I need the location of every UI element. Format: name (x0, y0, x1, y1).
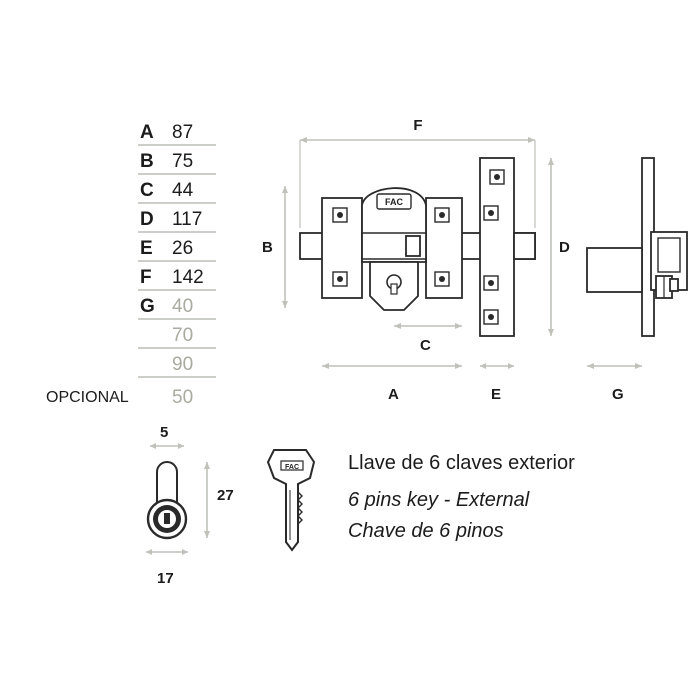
dimension-label-c: C (420, 337, 431, 354)
table-value: 87 (172, 122, 193, 143)
optional-value: 50 (172, 387, 193, 408)
dimension-lines: F B D C A E G (262, 117, 642, 403)
table-row-a: A 87 (138, 122, 216, 146)
table-letter: D (140, 209, 154, 230)
side-body (586, 247, 643, 293)
table-value: 40 (172, 296, 193, 317)
key-description-en: 6 pins key - External (348, 489, 530, 511)
lock-side-view (586, 157, 688, 337)
keeper-screw-icon (483, 169, 505, 325)
table-row-b: B 75 (138, 151, 216, 175)
table-value: 44 (172, 180, 194, 201)
table-letter: F (140, 267, 152, 288)
key-description-pt: Chave de 6 pinos (348, 520, 504, 542)
bolt-lug (405, 235, 421, 257)
table-value: 117 (172, 209, 202, 230)
dimension-label-e: E (491, 386, 501, 403)
dimension-label-a: A (388, 386, 399, 403)
table-value-extra: 70 (172, 325, 193, 346)
brand-plate (376, 193, 412, 210)
table-letter: B (140, 151, 154, 172)
dimension-label-b: B (262, 239, 273, 256)
cylinder-width-label: 5 (160, 424, 168, 441)
table-value: 26 (172, 238, 193, 259)
table-row-e: E 26 (138, 238, 216, 262)
key-description: Llave de 6 claves exterior 6 pins key - … (348, 452, 575, 542)
table-letter: E (140, 238, 153, 259)
table-row-c: C 44 (138, 180, 216, 204)
cylinder-diameter-label: 17 (157, 570, 174, 587)
table-row-optional: OPCIONAL 50 (46, 387, 193, 408)
cylinder-height-label: 27 (217, 487, 234, 504)
brand-logo: FAC (385, 197, 404, 207)
bracket-screw-icon (332, 207, 450, 287)
table-letter: G (140, 296, 155, 317)
table-row-d: D 117 (138, 209, 216, 233)
key-brand-logo: FAC (285, 464, 299, 471)
lock-front-view: FAC (299, 157, 536, 337)
dimension-label-d: D (559, 239, 570, 256)
table-letter: A (140, 122, 154, 143)
key-description-es: Llave de 6 claves exterior (348, 452, 575, 474)
table-row-g: G 40 70 90 (138, 296, 216, 378)
table-letter: C (140, 180, 154, 201)
optional-label: OPCIONAL (46, 389, 129, 406)
cylinder-detail: 5 27 17 (146, 424, 234, 587)
table-row-f: F 142 (138, 267, 216, 291)
table-value: 75 (172, 151, 193, 172)
dimension-label-g: G (612, 386, 624, 403)
dimensions-table: A 87 B 75 C 44 D 117 E 26 F 142 (46, 122, 216, 408)
table-value: 142 (172, 267, 204, 288)
table-value-extra: 90 (172, 354, 193, 375)
dimension-label-f: F (413, 117, 422, 134)
key-icon: FAC (266, 449, 316, 552)
